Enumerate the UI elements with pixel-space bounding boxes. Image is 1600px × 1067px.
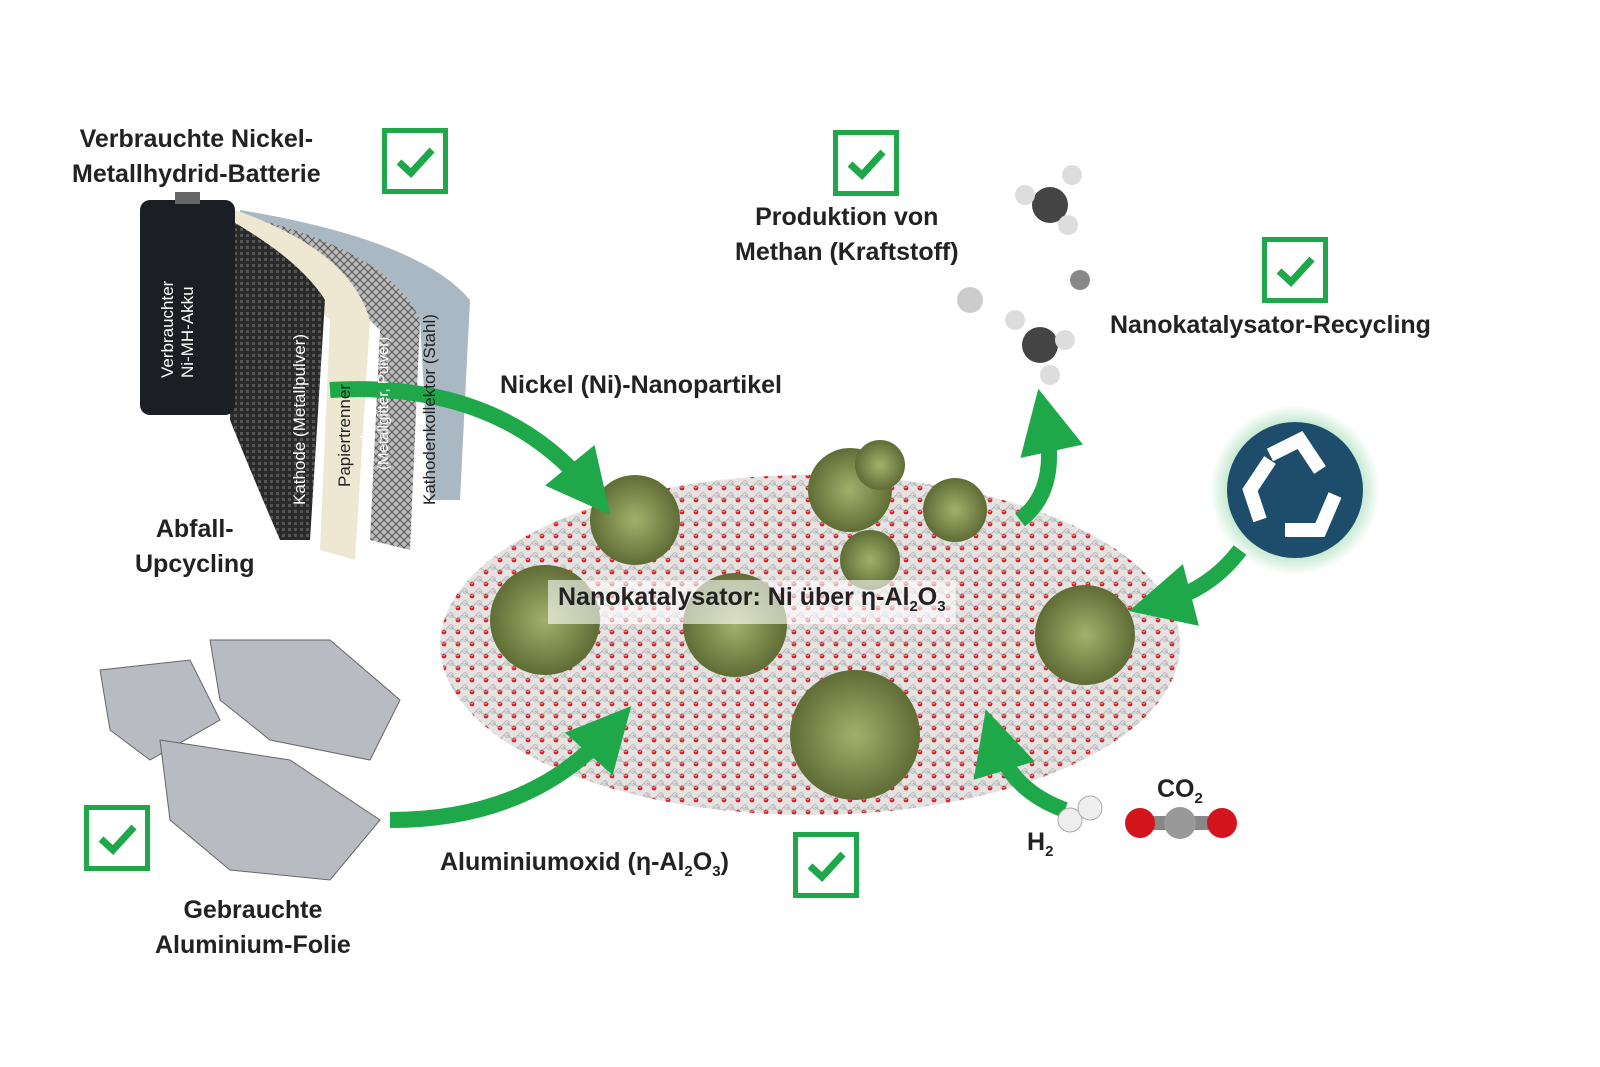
recycling-label: Nanokatalysator-Recycling bbox=[1110, 311, 1431, 339]
nickel-nanoparticles bbox=[490, 440, 1135, 800]
catalyst-label: Nanokatalysator: Ni über η-Al2O3 bbox=[548, 580, 956, 624]
h2-molecule bbox=[1057, 795, 1103, 833]
h2-label: H2 bbox=[1027, 828, 1054, 860]
methane-molecules bbox=[957, 165, 1090, 385]
nanoparticles-label: Nickel (Ni)-Nanopartikel bbox=[500, 371, 783, 399]
checkmark-icon bbox=[1262, 237, 1328, 303]
arrows bbox=[329, 381, 1247, 828]
checkmark-icon bbox=[793, 832, 859, 898]
checkmark-icon bbox=[382, 128, 448, 194]
co2-molecule bbox=[1125, 807, 1237, 839]
checkmark-icon bbox=[84, 805, 150, 871]
layer-cathode-label: Kathode (Metallpulver) bbox=[290, 333, 309, 505]
layer-anode-label: Anode(Metallgitter, Pulver) bbox=[358, 336, 392, 470]
checkmark-icon bbox=[833, 130, 899, 196]
aluminium-foil bbox=[99, 639, 401, 881]
battery-title: Verbrauchte Nickel-Metallhydrid-Batterie bbox=[72, 125, 321, 188]
upcycling-label: Abfall-Upcycling bbox=[135, 515, 255, 578]
alumina-label: Aluminiumoxid (η-Al2O3) bbox=[440, 848, 729, 880]
battery-layers bbox=[140, 192, 470, 560]
layer-separator-label: Papiertrenner bbox=[335, 383, 354, 487]
layer-collector-label: Kathodenkollektor (Stahl) bbox=[420, 314, 439, 505]
co2-label: CO2 bbox=[1157, 775, 1203, 807]
recycle-icon bbox=[1210, 405, 1380, 575]
